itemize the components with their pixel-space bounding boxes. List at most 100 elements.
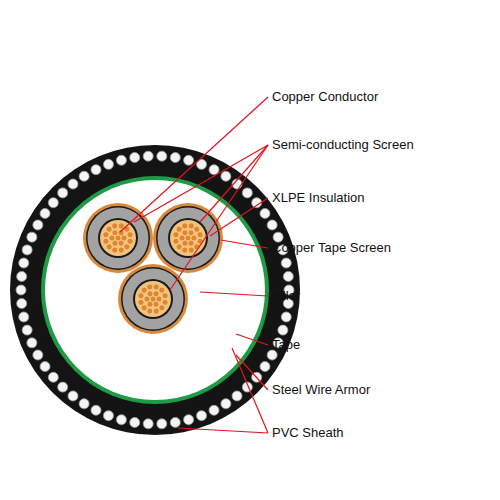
armor-wire (130, 153, 140, 163)
semi-conducting-screen (98, 218, 138, 258)
armor-wire (170, 153, 180, 163)
armor-wire (130, 417, 140, 427)
armor-wire (33, 350, 43, 360)
leader-line (178, 428, 268, 433)
conductor-strand (188, 247, 194, 253)
outer-semi-conducting-screen (121, 267, 185, 331)
conductor-strand (173, 238, 179, 244)
armor-wire (197, 411, 207, 421)
core (83, 203, 153, 273)
conductor-strand (182, 223, 188, 229)
part-label: Semi-conducting Screen (272, 137, 414, 153)
outer-semi-conducting-screen (86, 206, 150, 270)
armor-wire (79, 171, 89, 181)
armor-wire (27, 338, 37, 348)
leader-line (170, 145, 268, 290)
conductor-strand (127, 238, 133, 244)
conductor-strand (147, 308, 153, 314)
cores (83, 203, 223, 334)
conductor-strand (159, 305, 165, 311)
leader-line (134, 145, 268, 222)
armor-wire (184, 415, 194, 425)
conductor-strand (106, 226, 112, 232)
conductor-strand (118, 247, 124, 253)
leader-lines (120, 97, 268, 433)
armor-wire (40, 208, 50, 218)
conductor-strand (188, 223, 194, 229)
armor-wire (221, 399, 231, 409)
armor-wire (103, 411, 113, 421)
armor-wire (33, 220, 43, 230)
armor-wire (283, 271, 293, 281)
conductor-strand (147, 284, 153, 290)
conductor-strand (124, 244, 130, 250)
conductor-strand (153, 301, 159, 307)
armor-wire (91, 405, 101, 415)
conductor-strand (188, 230, 194, 236)
conductor-strand (103, 232, 109, 238)
part-label: Tape (272, 337, 300, 353)
conductor-strand (138, 293, 144, 299)
conductor-strand (112, 247, 118, 253)
semi-conducting-screen (133, 279, 173, 319)
armor-wire (143, 151, 153, 161)
armor-wire (170, 417, 180, 427)
part-label: PVC Sheath (272, 425, 344, 441)
leader-line (221, 240, 268, 248)
armor-wire (58, 188, 68, 198)
semi-conducting-screen (168, 218, 208, 258)
leader-line (200, 145, 268, 222)
conductor-strand (159, 287, 165, 293)
conductor-strand (153, 284, 159, 290)
copper-tape-screen (83, 203, 153, 273)
conductor-strand (176, 244, 182, 250)
copper-tape-screen (118, 264, 188, 334)
armor-wire (278, 325, 288, 335)
conductor-strand (141, 305, 147, 311)
conductor-strand (103, 238, 109, 244)
armor-wire (48, 372, 58, 382)
armor-wire (19, 312, 29, 322)
armor-wire (68, 391, 78, 401)
leader-line (232, 348, 268, 433)
leader-line (236, 355, 268, 390)
conductor-strand (153, 308, 159, 314)
armor-wire (242, 188, 252, 198)
armor-wire (143, 419, 153, 429)
part-label: Copper Tape Screen (272, 240, 391, 256)
armor-wire (68, 179, 78, 189)
conductor-strand (112, 223, 118, 229)
conductor-strand (112, 230, 118, 236)
armor-wire (17, 271, 27, 281)
xlpe-insulation (158, 208, 219, 269)
armor-wire (17, 299, 27, 309)
conductor-strand (153, 291, 159, 297)
armor-wire (157, 419, 167, 429)
armor-wire (281, 312, 291, 322)
conductor-strand (106, 244, 112, 250)
conductor-strand (173, 232, 179, 238)
armor-wire (27, 232, 37, 242)
conductor-strand (162, 293, 168, 299)
armor-wire (22, 325, 32, 335)
armor-wire (58, 382, 68, 392)
part-label: Filler (272, 288, 300, 304)
armor-wire (40, 362, 50, 372)
conductor-strand (188, 240, 194, 246)
armor-wire (22, 245, 32, 255)
conductor-strand (182, 230, 188, 236)
part-label: Steel Wire Armor (272, 382, 370, 398)
armor-wire (260, 362, 270, 372)
conductor-strand (182, 247, 188, 253)
armor-wire (103, 159, 113, 169)
filler (45, 180, 265, 400)
armor-wire (157, 151, 167, 161)
armor-wire (260, 208, 270, 218)
xlpe-insulation (123, 269, 184, 330)
outer-semi-conducting-screen (156, 206, 220, 270)
inner-sheath (31, 166, 279, 414)
conductor-strand (147, 291, 153, 297)
conductor-strand (118, 240, 124, 246)
leader-line (236, 334, 268, 345)
